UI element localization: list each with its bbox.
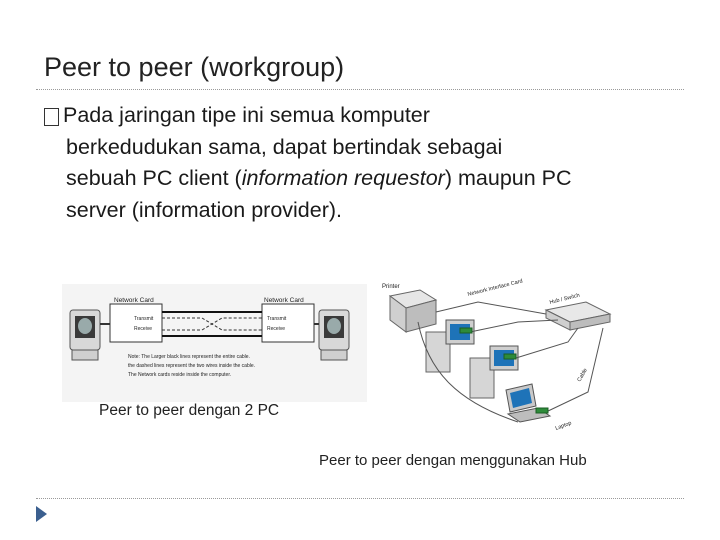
right-transmit-label: Transmit (267, 316, 287, 322)
slide-nav-arrow-icon[interactable] (36, 506, 47, 522)
bullet-line-1: Pada jaringan tipe ini semua komputer (63, 100, 688, 132)
left-card-label: Network Card (114, 297, 154, 304)
printer-label: Printer (382, 284, 400, 290)
caption-hub: Peer to peer dengan menggunakan Hub (319, 452, 587, 469)
right-card-label: Network Card (264, 297, 304, 304)
bullet-line-3-emphasis: information requestor (241, 166, 445, 190)
network-cables (417, 301, 604, 423)
cable-label: Cable (577, 368, 589, 383)
left-transmit-label: Transmit (134, 316, 154, 322)
bullet-line-3b: ) maupun PC (444, 166, 572, 190)
cable-note-3: The Network cards reside inside the comp… (128, 372, 231, 378)
laptop-label: Laptop (555, 420, 573, 431)
bullet-box-icon (44, 108, 59, 126)
printer-icon (388, 289, 438, 333)
cable-note-1: Note: The Larger black lines represent t… (128, 354, 250, 360)
bullet-line-1-text: Pada jaringan tipe ini semua komputer (63, 103, 430, 127)
bullet-paragraph: Pada jaringan tipe ini semua komputer be… (63, 100, 688, 226)
title-divider (36, 89, 684, 90)
bullet-line-3: sebuah PC client (information requestor)… (63, 163, 688, 195)
left-pc-icon (69, 309, 101, 361)
crossover-cable (162, 311, 262, 337)
right-receive-label: Receive (267, 326, 285, 332)
slide-title: Peer to peer (workgroup) (44, 52, 345, 82)
network-interface-cards (459, 327, 549, 414)
caption-2pc: Peer to peer dengan 2 PC (99, 402, 280, 419)
bullet-line-4-text: server (information provider). (66, 197, 343, 222)
nic-label: Network Interface Card (467, 278, 523, 298)
footer-divider (36, 498, 684, 499)
cable-note-2: the dashed lines represent the two wires… (128, 363, 255, 369)
bullet-line-3a: sebuah PC client ( (66, 166, 242, 190)
bullet-line-2: berkedudukan sama, dapat bertindak sebag… (63, 132, 688, 164)
right-network-card (261, 303, 315, 343)
peer-to-peer-hub-diagram: Printer Network Interface Card Hub / Swi… (382, 278, 612, 432)
left-network-card (109, 303, 163, 343)
laptop-icon (505, 383, 552, 423)
left-receive-label: Receive (134, 326, 152, 332)
bullet-line-4: server (information provider). (63, 195, 688, 227)
hub-icon (544, 301, 612, 331)
peer-to-peer-2pc-diagram: Network Card Network Card Transmit Recei… (62, 284, 367, 402)
bullet-line-2-text: berkedudukan sama, dapat bertindak sebag… (66, 134, 503, 159)
right-pc-icon (318, 309, 350, 361)
